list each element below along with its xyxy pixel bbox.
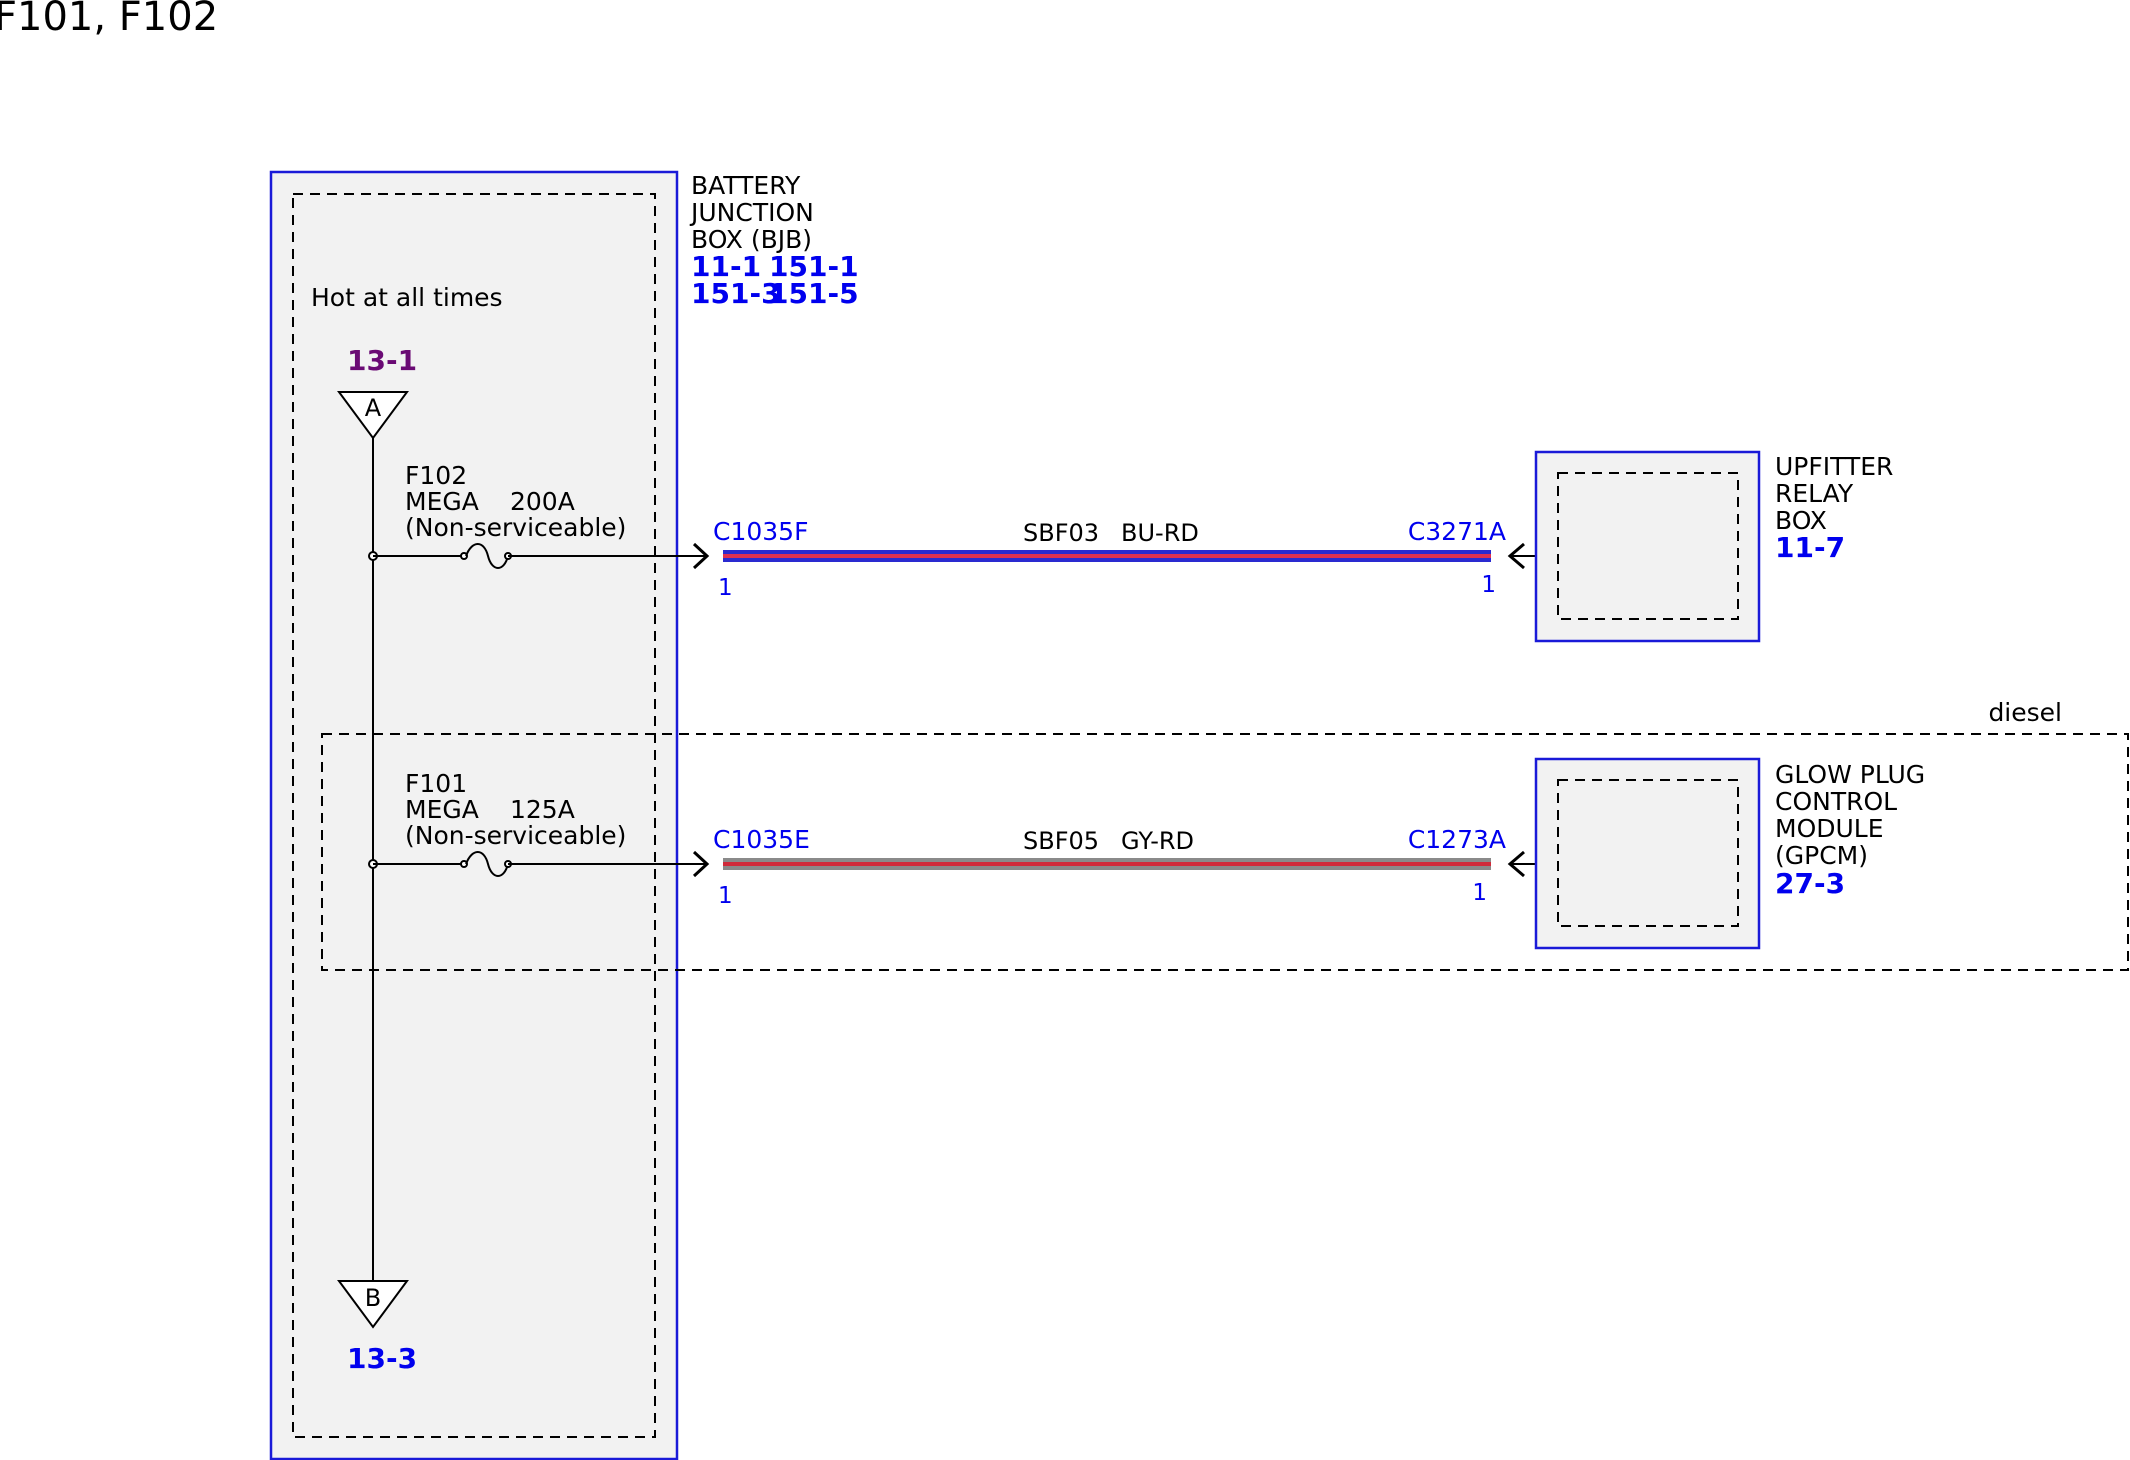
- fuse-name: F102: [405, 461, 467, 490]
- bus-top-node-triangle: [337, 391, 409, 440]
- bus-bottom-ref-link[interactable]: 13-3: [347, 1342, 417, 1375]
- wire-circuit-label: SBF05: [1023, 827, 1099, 855]
- device-inner-boundary: [1557, 472, 1739, 620]
- device-outline: [1534, 450, 1761, 643]
- diesel-option-label: diesel: [1988, 698, 2062, 727]
- wire-color-label: BU-RD: [1121, 519, 1199, 547]
- device-name-line-4: (GPCM): [1775, 841, 1868, 870]
- fuse-rating: 125A: [510, 795, 575, 824]
- bjb-ref-link[interactable]: 151-5: [769, 277, 859, 310]
- bjb-ref-link[interactable]: 151-3: [691, 277, 781, 310]
- circuit-f101: F101 MEGA 125A (Non-serviceable) C1035E …: [368, 757, 1925, 950]
- page-title: F101, F102: [0, 0, 218, 40]
- fuse-note: (Non-serviceable): [405, 513, 626, 542]
- circuit-f102: F102 MEGA 200A (Non-serviceable) C1035F …: [368, 450, 1893, 643]
- diesel-option-boundary: [321, 733, 2129, 971]
- bjb-name-line-3: BOX (BJB): [691, 225, 812, 254]
- wire-color-label: GY-RD: [1121, 827, 1194, 855]
- bjb-ref-link[interactable]: 151-1: [769, 250, 859, 283]
- fuse-type: MEGA: [405, 795, 479, 824]
- fuse-type: MEGA: [405, 487, 479, 516]
- wire-stripe: [723, 862, 1491, 866]
- connector-arrow-icon: [692, 542, 710, 570]
- pin-left-label: 1: [718, 883, 733, 909]
- bjb-name-line-1: BATTERY: [691, 171, 801, 200]
- fuse-name: F101: [405, 769, 467, 798]
- bjb-inner-boundary: [292, 193, 656, 1438]
- fuse-symbol-icon: [465, 543, 509, 569]
- pin-left-label: 1: [718, 575, 733, 601]
- device-ref-link[interactable]: 27-3: [1775, 867, 1845, 900]
- device-outline: [1534, 757, 1761, 950]
- fuse-symbol-icon: [465, 851, 509, 877]
- device-name-line-3: MODULE: [1775, 814, 1884, 843]
- connector-arrow-icon: [692, 850, 710, 878]
- bus-bottom-node-triangle: [337, 1280, 409, 1329]
- bus-top-node-letter: A: [365, 394, 382, 422]
- wire-stripe: [723, 554, 1491, 558]
- device-inner-boundary: [1557, 779, 1739, 927]
- connector-right-label[interactable]: C1273A: [1408, 825, 1506, 854]
- fuse-rating: 200A: [510, 487, 575, 516]
- hot-at-all-times-label: Hot at all times: [311, 283, 503, 312]
- bjb-outline: [269, 170, 679, 1460]
- bjb-name-line-2: JUNCTION: [689, 198, 814, 227]
- device-name-line-2: CONTROL: [1775, 787, 1897, 816]
- connector-left-label[interactable]: C1035E: [713, 825, 810, 854]
- bus-top-ref-link[interactable]: 13-1: [347, 344, 417, 377]
- pin-right-label: 1: [1481, 572, 1496, 598]
- device-ref-link[interactable]: 11-7: [1775, 531, 1845, 564]
- connector-right-label[interactable]: C3271A: [1408, 517, 1506, 546]
- wire-circuit-label: SBF03: [1023, 519, 1099, 547]
- connector-left-label[interactable]: C1035F: [713, 517, 808, 546]
- device-name-line-2: RELAY: [1775, 479, 1854, 508]
- fuse-note: (Non-serviceable): [405, 821, 626, 850]
- pin-right-label: 1: [1472, 880, 1487, 906]
- device-name-line-1: UPFITTER: [1775, 452, 1893, 481]
- bjb-ref-link[interactable]: 11-1: [691, 250, 761, 283]
- device-name-line-3: BOX: [1775, 506, 1827, 535]
- bus-bottom-node-letter: B: [365, 1284, 381, 1312]
- device-name-line-1: GLOW PLUG: [1775, 760, 1925, 789]
